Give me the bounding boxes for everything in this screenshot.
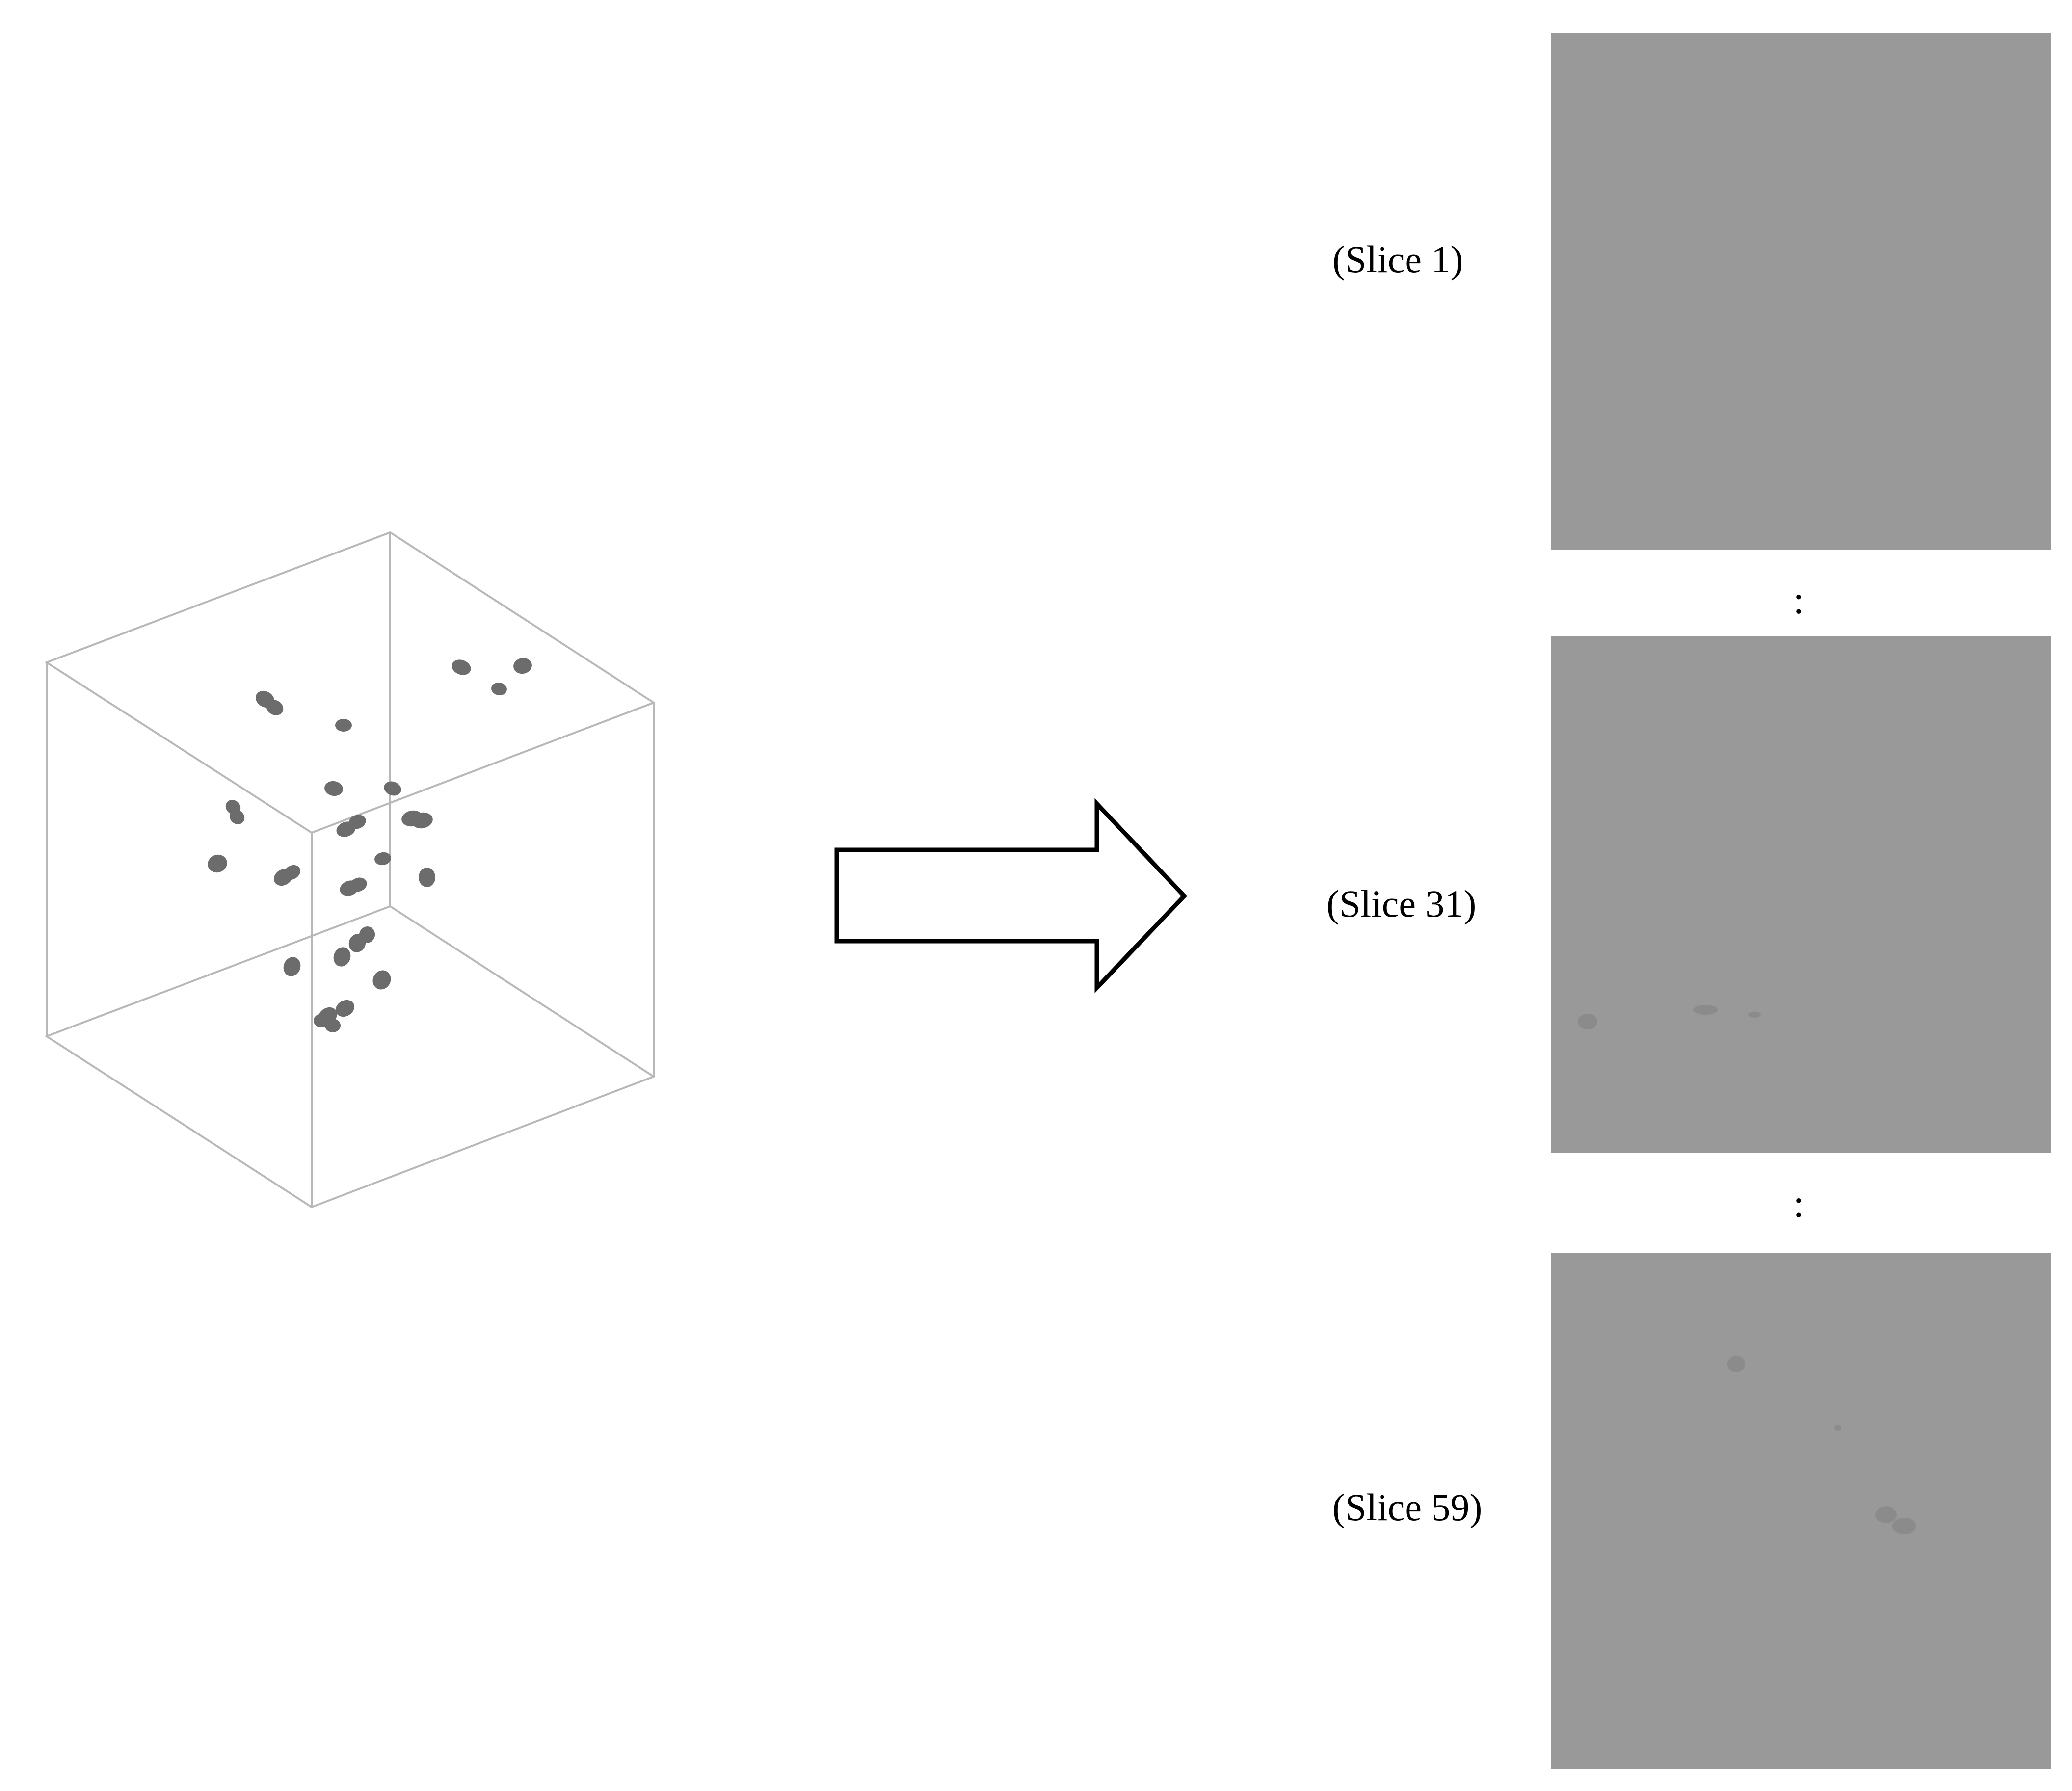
separator-1: : <box>1793 579 1804 622</box>
slice-31-particles <box>1578 1005 1761 1029</box>
cube-particles <box>208 658 532 1032</box>
slice-59-image <box>1551 1253 2051 1769</box>
slice-59-particles <box>1727 1356 1916 1534</box>
slice-1: (Slice 1) <box>1332 33 2051 550</box>
cube-particle <box>283 865 301 880</box>
cube-particle <box>374 852 391 866</box>
cube-particle <box>283 957 301 976</box>
cube-edges <box>44 531 656 1209</box>
cube-particle <box>324 781 343 796</box>
slice-31: (Slice 31) <box>1327 636 2051 1153</box>
cube-particle <box>266 700 284 715</box>
cube-particle <box>513 658 532 674</box>
slice-1-label: (Slice 1) <box>1332 238 1463 281</box>
slice-59-particle <box>1875 1506 1897 1523</box>
cube-particle <box>229 810 245 824</box>
cube-particle <box>384 781 401 796</box>
separator-2: : <box>1793 1183 1804 1226</box>
slice-31-particle <box>1693 1005 1718 1015</box>
cube-particle <box>419 868 435 887</box>
slice-31-label: (Slice 31) <box>1327 882 1476 925</box>
slice-31-particle <box>1578 1014 1597 1029</box>
slice-59: (Slice 59) <box>1332 1253 2051 1769</box>
cube-particle <box>333 947 351 967</box>
cube-particle <box>335 1000 355 1017</box>
slice-59-particle <box>1727 1356 1745 1372</box>
right-arrow-icon <box>834 798 1188 994</box>
cube-particle <box>208 854 227 873</box>
cube-particle <box>335 719 352 732</box>
slice-31-particle <box>1748 1012 1761 1018</box>
slice-59-particle <box>1892 1518 1916 1534</box>
cube-particle <box>372 970 391 990</box>
cube-particle <box>491 682 507 696</box>
cube-particle <box>359 926 375 943</box>
slice-1-image <box>1551 33 2051 550</box>
slice-59-label: (Slice 59) <box>1332 1486 1482 1528</box>
cube-particle <box>349 877 367 892</box>
cube-particle <box>452 659 471 675</box>
cube-particle <box>314 1014 329 1027</box>
slice-59-particle <box>1834 1425 1841 1431</box>
cube-particle <box>348 815 366 829</box>
cube-particle <box>411 812 433 829</box>
cube-wireframe <box>44 531 656 1209</box>
slice-31-image <box>1551 636 2051 1153</box>
